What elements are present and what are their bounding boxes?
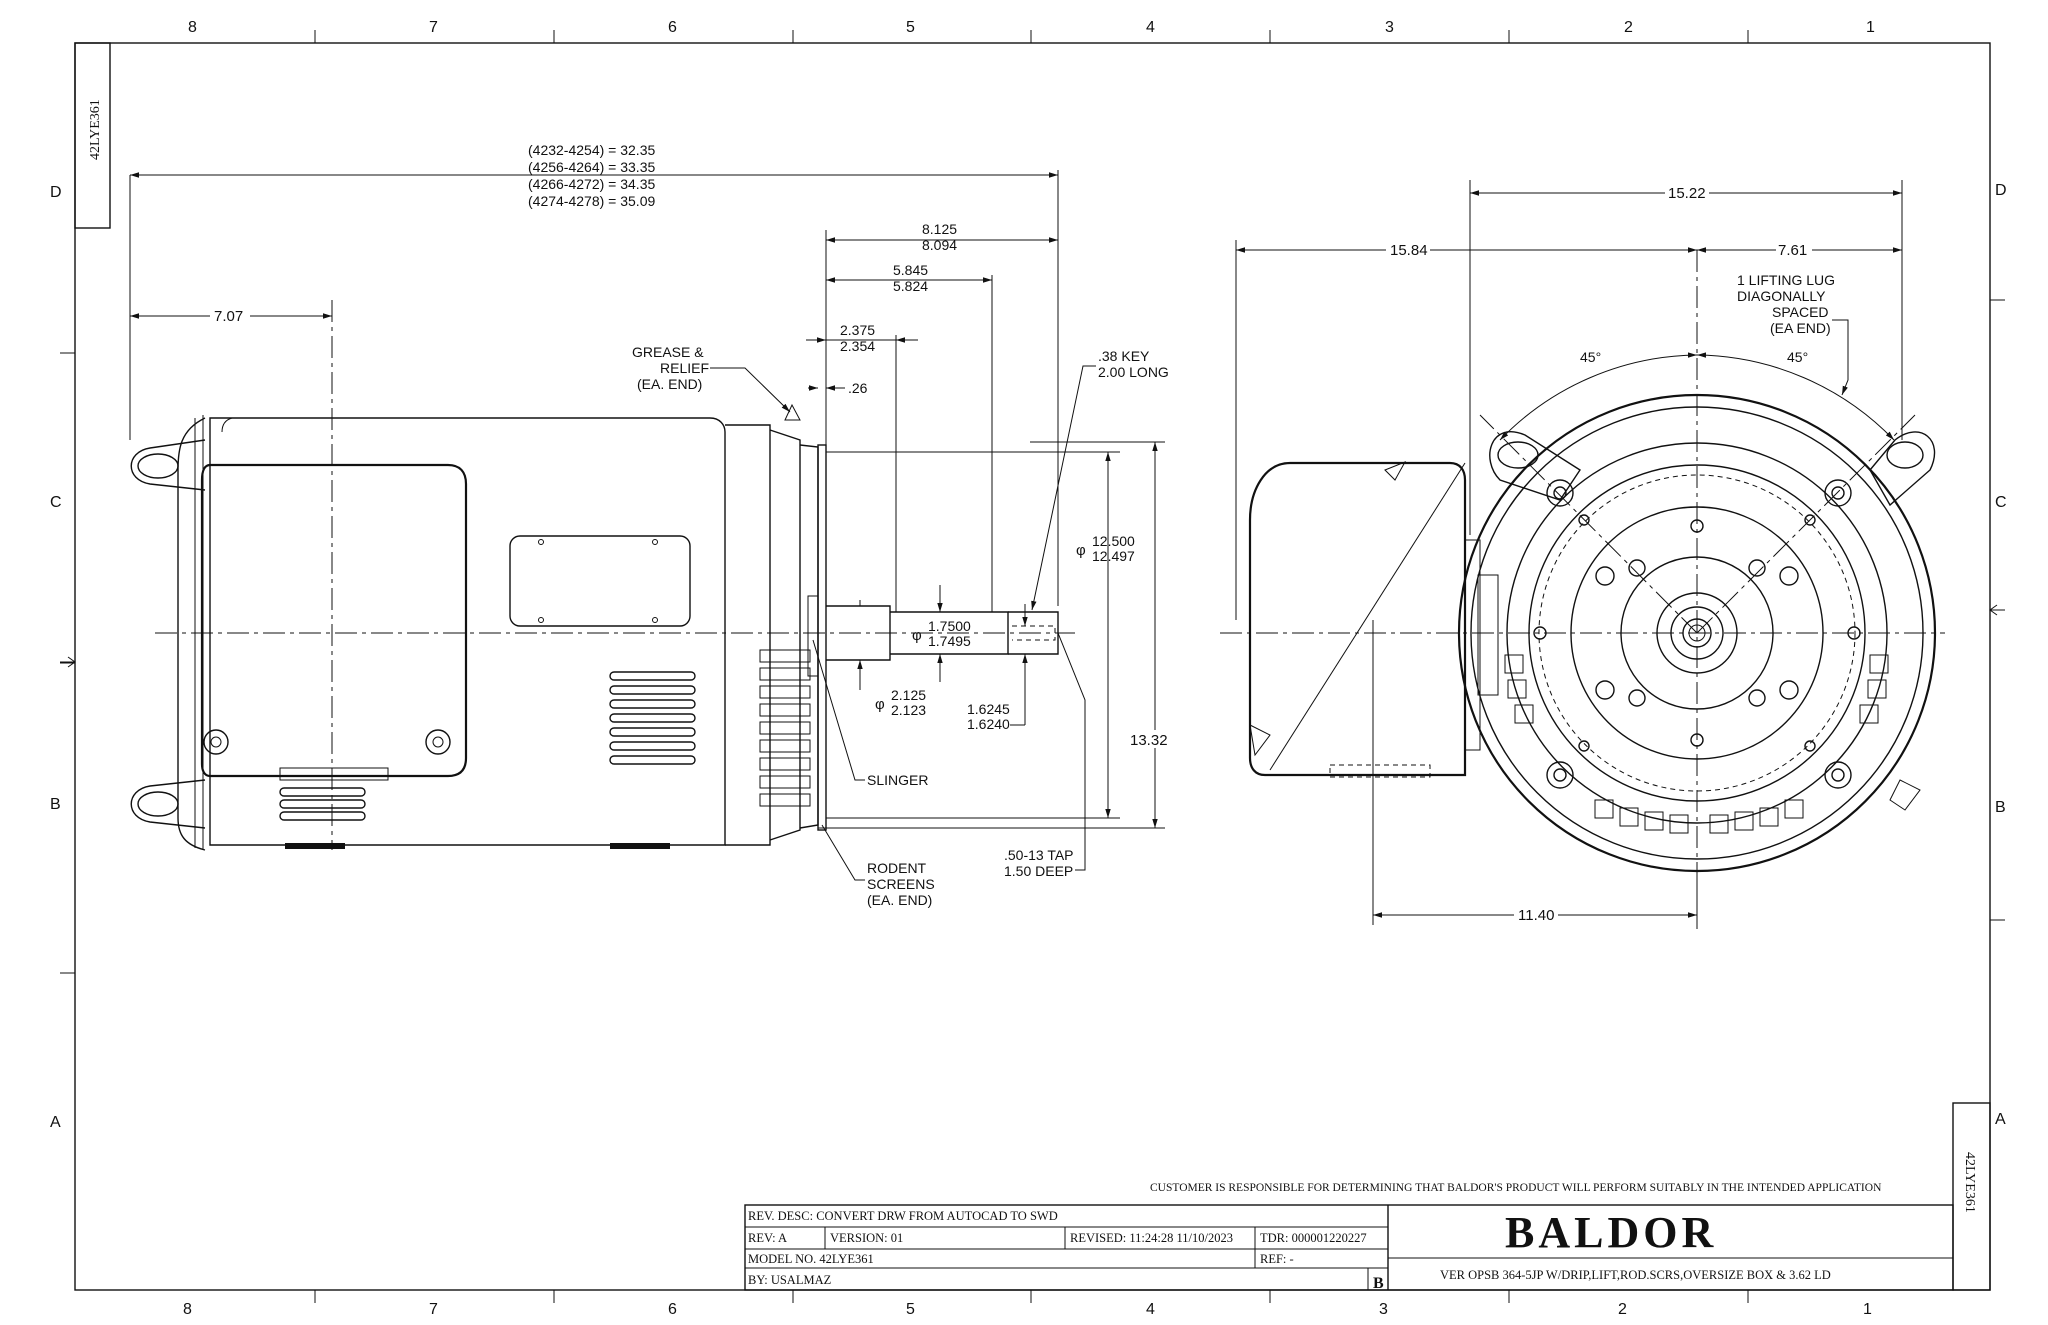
rodent-note-3: (EA. END) [867, 892, 932, 908]
shaft-dia-symbol: φ [912, 627, 922, 644]
dim-5-845-lower: 5.824 [893, 278, 928, 294]
pilot-dia-lower: 12.497 [1092, 548, 1135, 564]
overall-length-4: (4274-4278) = 35.09 [528, 193, 655, 209]
dim-2-375-lower: 2.354 [840, 338, 875, 354]
lug-note-1: 1 LIFTING LUG [1737, 272, 1835, 288]
zone-marks-top: 8 7 6 5 4 3 2 1 [188, 19, 1875, 43]
zone-top-label: 4 [1146, 19, 1155, 36]
grease-note-3: (EA. END) [637, 376, 702, 392]
version: VERSION: 01 [830, 1231, 903, 1245]
end-view-motor [1220, 250, 1945, 930]
revised: REVISED: 11:24:28 11/10/2023 [1070, 1231, 1233, 1245]
shoulder-dia-upper: 2.125 [891, 687, 926, 703]
pilot-dia-upper: 12.500 [1092, 533, 1135, 549]
rev: REV: A [748, 1231, 787, 1245]
dim-2-375-upper: 2.375 [840, 322, 875, 338]
zone-top-label: 7 [429, 19, 438, 36]
zone-bottom-label: 8 [183, 1301, 192, 1318]
drawing-number-box-top [74, 42, 111, 229]
brand-logo: BALDOR [1505, 1208, 1717, 1257]
zone-top-label: 8 [188, 19, 197, 36]
shaft-dia-upper: 1.7500 [928, 618, 971, 634]
zone-marks-right: D C B A [1989, 182, 2007, 1128]
zone-top-label: 2 [1624, 19, 1633, 36]
ref: REF: - [1260, 1252, 1294, 1266]
grease-note-2: RELIEF [660, 360, 709, 376]
description: VER OPSB 364-5JP W/DRIP,LIFT,ROD.SCRS,OV… [1440, 1268, 1831, 1282]
zone-left-label: A [50, 1114, 61, 1131]
lug-note-4: (EA END) [1770, 320, 1831, 336]
dim-7-07: 7.07 [214, 308, 243, 325]
zone-bottom-label: 1 [1863, 1301, 1872, 1318]
drawn-by: BY: USALMAZ [748, 1273, 831, 1287]
zone-bottom-label: 5 [906, 1301, 915, 1318]
sheet-rev: B [1373, 1275, 1384, 1292]
key-note-2: 2.00 LONG [1098, 364, 1169, 380]
zone-bottom-label: 4 [1146, 1301, 1155, 1318]
grease-note-1: GREASE & [632, 344, 704, 360]
zone-left-label: C [50, 494, 62, 511]
angle-left: 45° [1580, 349, 1601, 365]
dim-15-84: 15.84 [1390, 242, 1428, 259]
lug-note-3: SPACED [1772, 304, 1829, 320]
drawing-number-box-bottom [1952, 1102, 1991, 1291]
overall-length-2: (4256-4264) = 33.35 [528, 159, 655, 175]
side-view-motor [130, 403, 1075, 851]
drawing-number-top: 42LYE361 [88, 99, 103, 160]
model-no: MODEL NO. 42LYE361 [748, 1252, 874, 1266]
dim-15-22: 15.22 [1668, 185, 1706, 202]
tdr: TDR: 000001220227 [1260, 1231, 1367, 1245]
key-note-1: .38 KEY [1098, 348, 1150, 364]
drawing-number-bottom: 42LYE361 [1962, 1152, 1977, 1213]
zone-right-label: A [1995, 1111, 2006, 1128]
key-depth-lower: 1.6240 [967, 716, 1010, 732]
sheet-border [74, 42, 1991, 1291]
zone-right-label: C [1995, 494, 2007, 511]
shoulder-dia-symbol: φ [875, 696, 885, 713]
dim-7-61: 7.61 [1778, 242, 1807, 259]
zone-left-label: D [50, 184, 62, 201]
zone-marks-left: D C B A [50, 184, 76, 1131]
dim-8-125-lower: 8.094 [922, 237, 957, 253]
tap-note-2: 1.50 DEEP [1004, 863, 1073, 879]
zone-bottom-label: 6 [668, 1301, 677, 1318]
dim-13-32: 13.32 [1130, 732, 1168, 749]
zone-top-label: 3 [1385, 19, 1394, 36]
end-view-dimensions: 15.22 15.84 7.61 1 LIFTING LUG DIAGONALL… [1235, 180, 1916, 925]
zone-right-label: D [1995, 182, 2007, 199]
side-view-dimensions: (4232-4254) = 32.35 (4256-4264) = 33.35 … [129, 142, 1172, 908]
slinger-label: SLINGER [867, 772, 928, 788]
overall-length-3: (4266-4272) = 34.35 [528, 176, 655, 192]
customer-note: CUSTOMER IS RESPONSIBLE FOR DETERMINING … [1150, 1182, 1882, 1194]
rev-desc: REV. DESC: CONVERT DRW FROM AUTOCAD TO S… [748, 1209, 1058, 1223]
dim-11-40: 11.40 [1518, 907, 1554, 924]
shoulder-dia-lower: 2.123 [891, 702, 926, 718]
lug-note-2: DIAGONALLY [1737, 288, 1826, 304]
key-depth-upper: 1.6245 [967, 701, 1010, 717]
dim-8-125-upper: 8.125 [922, 221, 957, 237]
zone-bottom-label: 7 [429, 1301, 438, 1318]
zone-top-label: 5 [906, 19, 915, 36]
zone-right-label: B [1995, 799, 2006, 816]
rodent-note-2: SCREENS [867, 876, 935, 892]
dim-26: .26 [848, 380, 868, 396]
zone-top-label: 6 [668, 19, 677, 36]
zone-bottom-label: 3 [1379, 1301, 1388, 1318]
zone-left-label: B [50, 796, 61, 813]
rodent-note-1: RODENT [867, 860, 927, 876]
zone-marks-bottom: 8 7 6 5 4 3 2 1 [183, 1290, 1872, 1318]
zone-bottom-label: 2 [1618, 1301, 1627, 1318]
angle-right: 45° [1787, 349, 1808, 365]
dim-5-845-upper: 5.845 [893, 262, 928, 278]
title-block: CUSTOMER IS RESPONSIBLE FOR DETERMINING … [744, 1182, 1954, 1292]
zone-top-label: 1 [1866, 19, 1875, 36]
shaft-dia-lower: 1.7495 [928, 633, 971, 649]
pilot-dia-symbol: φ [1076, 542, 1086, 559]
overall-length-1: (4232-4254) = 32.35 [528, 142, 655, 158]
tap-note-1: .50-13 TAP [1004, 847, 1074, 863]
